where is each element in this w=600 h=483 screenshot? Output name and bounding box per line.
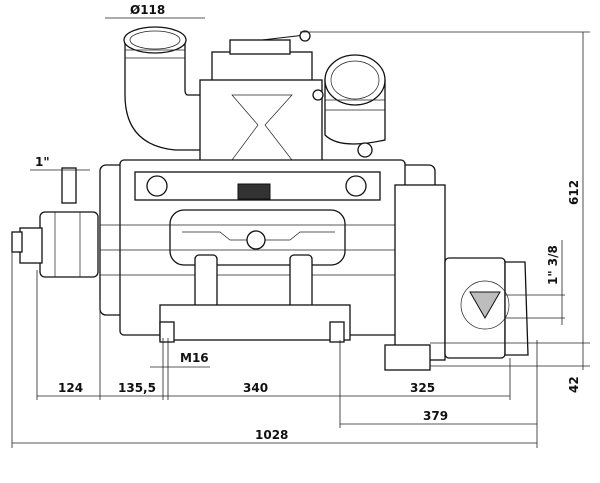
dim-total-length: 1028 <box>255 428 288 442</box>
inlet-fitting <box>11 167 99 278</box>
dim-foot-offset: 42 <box>567 376 581 393</box>
suction-pipe-elbow <box>123 26 211 151</box>
dim-height: 612 <box>567 180 581 205</box>
dim-379: 379 <box>423 409 448 423</box>
dim-shaft-size: 1" 3/8 <box>546 245 560 285</box>
dim-pipe-diameter: Ø118 <box>130 3 165 17</box>
pump-body <box>99 159 436 343</box>
dim-135: 135,5 <box>118 381 156 395</box>
dim-inlet-size: 1" <box>35 155 50 169</box>
discharge-pipe <box>324 54 386 145</box>
dim-325: 325 <box>410 381 435 395</box>
gearbox <box>384 184 529 371</box>
dim-340: 340 <box>243 381 268 395</box>
dim-bolt: M16 <box>180 351 209 365</box>
valve-head <box>199 30 373 166</box>
dim-124: 124 <box>58 381 83 395</box>
